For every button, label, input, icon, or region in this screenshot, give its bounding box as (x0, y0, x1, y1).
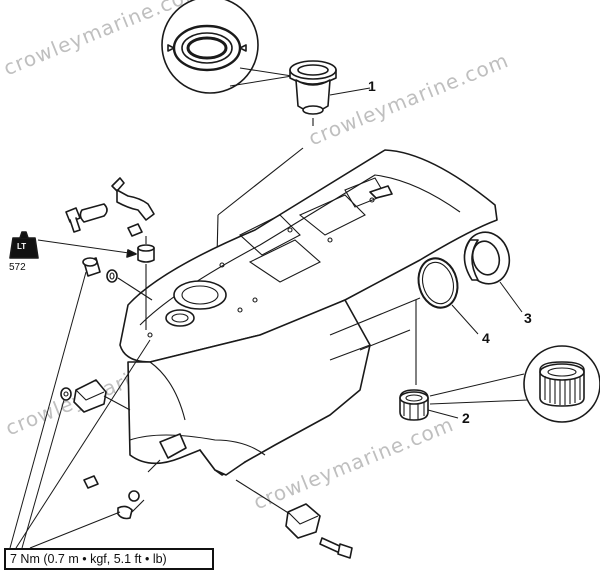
part-2-needle-bearing (399, 373, 529, 421)
hose-fittings (37, 177, 155, 330)
anode-lower-right (235, 479, 353, 559)
drain-plug-upper (82, 257, 153, 301)
torque-spec-box: 7 Nm (0.7 m • kgf, 5.1 ft • lb) (4, 548, 214, 570)
anode-upper (60, 379, 131, 413)
part-3-oil-seal (463, 231, 523, 313)
loctite-symbol (9, 231, 39, 259)
callout-2: 2 (462, 410, 470, 426)
torque-leaders (9, 271, 151, 549)
lower-unit-housing (119, 149, 498, 476)
detail-circle-water-inlet (161, 0, 293, 94)
callout-3: 3 (524, 310, 532, 326)
part-4-o-ring (415, 257, 479, 385)
loctite-code: 572 (9, 262, 26, 273)
loctite-label: LT (17, 242, 27, 251)
callout-4: 4 (482, 330, 490, 346)
anode-lower-inner (147, 433, 187, 473)
pin-and-bolts-lower-left (83, 475, 145, 520)
callout-1: 1 (368, 78, 376, 94)
detail-circle-needle-bearing (523, 345, 600, 423)
